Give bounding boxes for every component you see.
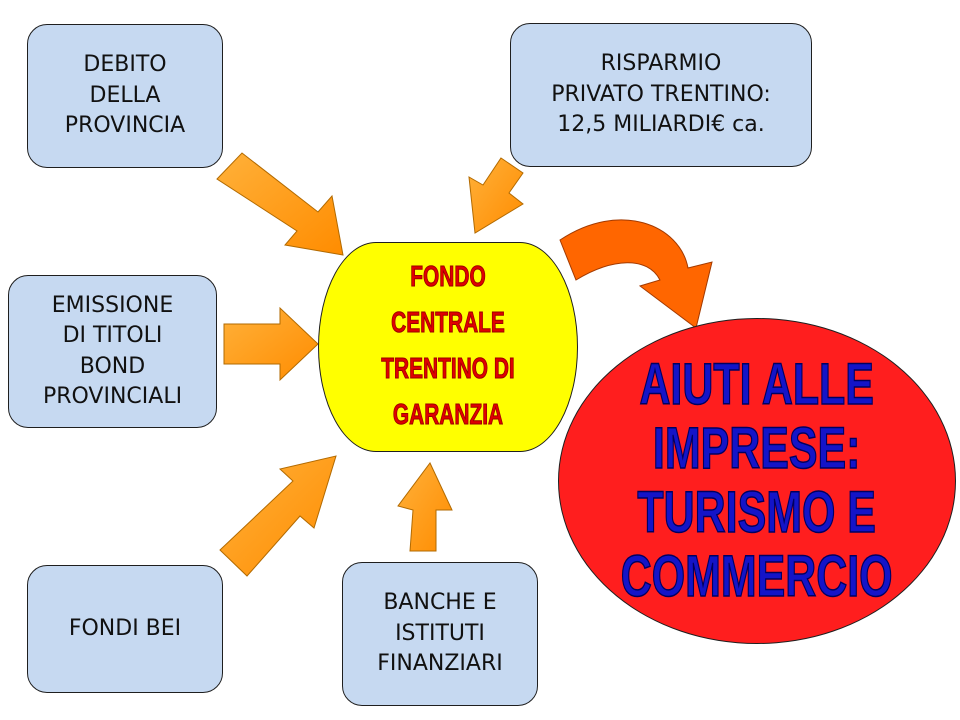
arrow-from-risparmio xyxy=(468,157,524,234)
arrow-to-aiuti xyxy=(559,219,713,329)
source-banche-istituti: BANCHE E ISTITUTI FINANZIARI xyxy=(342,562,538,706)
arrow-from-fondi-bei xyxy=(219,455,337,577)
central-fund-label: FONDO CENTRALE TRENTINO DI GARANZIA xyxy=(381,261,515,431)
arrow-from-banche xyxy=(397,462,453,552)
central-guarantee-fund: FONDO CENTRALE TRENTINO DI GARANZIA xyxy=(318,242,578,452)
source-fondi-bei: FONDI BEI xyxy=(27,565,223,693)
source-risparmio-privato: RISPARMIO PRIVATO TRENTINO: 12,5 MILIARD… xyxy=(510,23,812,167)
business-aid-label: AIUTI ALLE IMPRESE: TURISMO E COMMERCIO xyxy=(621,352,894,609)
source-risparmio-label: RISPARMIO PRIVATO TRENTINO: 12,5 MILIARD… xyxy=(551,51,771,138)
source-banche-label: BANCHE E ISTITUTI FINANZIARI xyxy=(377,590,503,677)
source-debito-provincia: DEBITO DELLA PROVINCIA xyxy=(27,24,223,168)
arrow-from-debito xyxy=(216,152,344,256)
source-emissione-titoli: EMISSIONE DI TITOLI BOND PROVINCIALI xyxy=(8,275,217,428)
business-aid-target: AIUTI ALLE IMPRESE: TURISMO E COMMERCIO xyxy=(558,318,956,644)
source-debito-label: DEBITO DELLA PROVINCIA xyxy=(64,52,186,139)
source-emissione-label: EMISSIONE DI TITOLI BOND PROVINCIALI xyxy=(42,292,183,409)
source-fondi-bei-label: FONDI BEI xyxy=(68,615,182,641)
arrow-from-emissione xyxy=(223,306,319,382)
